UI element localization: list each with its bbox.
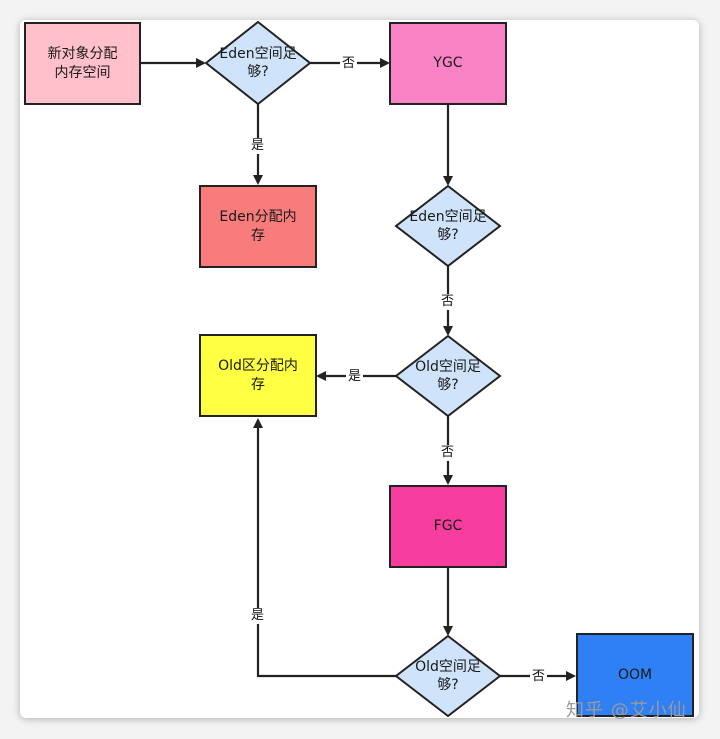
edge-label-no-eden1: 否 <box>340 56 358 72</box>
edge-label-no-old1: 否 <box>439 445 457 461</box>
decision-old2-label: Old空间足够? <box>415 659 481 693</box>
fgc-node-label: FGC <box>433 518 463 534</box>
watermark: 知乎 @艾小仙 <box>566 700 687 721</box>
edge-label-yes-eden1: 是 <box>249 138 267 154</box>
edge-old2-to-oldalloc <box>253 418 396 678</box>
ygc-node-label: YGC <box>433 55 463 71</box>
start-node: 新对象分配内存空间 <box>24 22 141 105</box>
oom-node: OOM <box>576 633 694 717</box>
edge-label-no-old2: 否 <box>530 669 548 685</box>
fgc-node: FGC <box>389 485 507 568</box>
old-alloc-node: Old区分配内存 <box>199 334 317 417</box>
edge-label-no-eden2: 否 <box>439 294 457 310</box>
edge-label-yes-old2: 是 <box>249 608 267 624</box>
edge-label-yes-old1: 是 <box>346 369 364 385</box>
old-alloc-node-label: Old区分配内存 <box>218 357 298 393</box>
ygc-node: YGC <box>389 22 507 105</box>
eden-alloc-node: Eden分配内存 <box>199 185 317 268</box>
decision-eden1-label: Eden空间足够? <box>219 46 297 80</box>
eden-alloc-node-label: Eden分配内存 <box>219 208 297 244</box>
decision-old2-shape <box>394 634 502 718</box>
oom-node-label: OOM <box>617 666 653 683</box>
decision-eden2-label: Eden空间足够? <box>409 209 487 243</box>
decision-old1-label: Old空间足够? <box>415 359 481 393</box>
start-node-label: 新对象分配内存空间 <box>47 45 118 81</box>
